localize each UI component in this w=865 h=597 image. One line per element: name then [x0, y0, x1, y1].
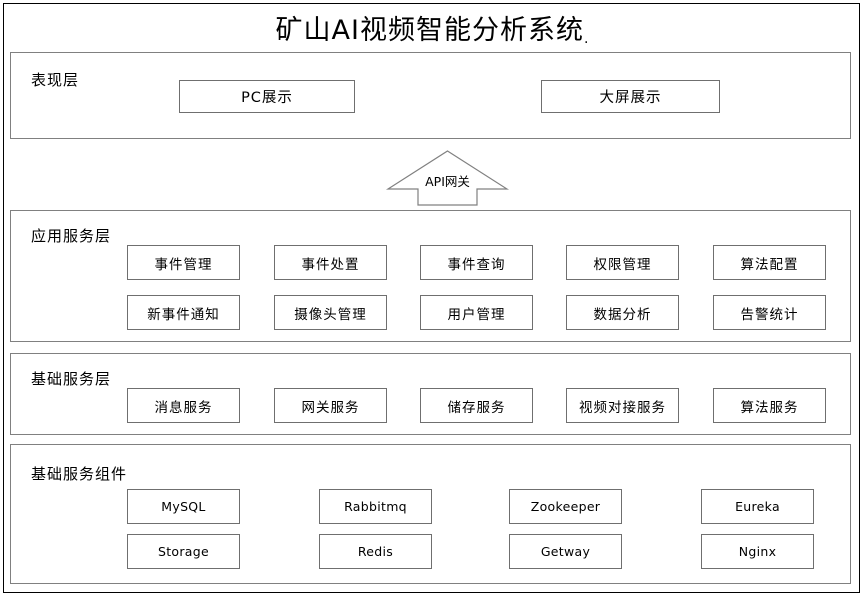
- node-event-disposal[interactable]: 事件处置: [274, 245, 387, 280]
- node-event-query[interactable]: 事件查询: [420, 245, 533, 280]
- node-storage-service[interactable]: 储存服务: [420, 388, 533, 423]
- layer-label-basic-components: 基础服务组件: [31, 465, 128, 483]
- node-permission-management[interactable]: 权限管理: [566, 245, 679, 280]
- node-algorithm-service[interactable]: 算法服务: [713, 388, 826, 423]
- node-large-screen-display[interactable]: 大屏展示: [541, 80, 720, 113]
- layer-basic-service: 基础服务层 消息服务 网关服务 储存服务 视频对接服务 算法服务: [10, 353, 851, 435]
- page-title-text: 矿山AI视频智能分析系统: [275, 15, 584, 46]
- node-algorithm-configuration[interactable]: 算法配置: [713, 245, 826, 280]
- node-zookeeper[interactable]: Zookeeper: [509, 489, 622, 524]
- api-gateway-label: API网关: [425, 174, 470, 189]
- node-data-analysis[interactable]: 数据分析: [566, 295, 679, 330]
- node-message-service[interactable]: 消息服务: [127, 388, 240, 423]
- node-user-management[interactable]: 用户管理: [420, 295, 533, 330]
- node-eureka[interactable]: Eureka: [701, 489, 814, 524]
- diagram-outer-frame: [3, 3, 860, 593]
- node-getway[interactable]: Getway: [509, 534, 622, 569]
- layer-application-service: 应用服务层 事件管理 事件处置 事件查询 权限管理 算法配置 新事件通知 摄像头…: [10, 210, 851, 342]
- layer-presentation: 表现层 PC展示 大屏展示: [10, 52, 851, 139]
- node-pc-display[interactable]: PC展示: [179, 80, 355, 113]
- node-storage[interactable]: Storage: [127, 534, 240, 569]
- page-title-trailing-mark: .: [583, 31, 590, 47]
- node-mysql[interactable]: MySQL: [127, 489, 240, 524]
- api-gateway-arrow: API网关: [385, 149, 510, 207]
- layer-label-basic-service: 基础服务层: [31, 370, 112, 388]
- page-title: 矿山AI视频智能分析系统.: [0, 8, 865, 47]
- node-gateway-service[interactable]: 网关服务: [274, 388, 387, 423]
- up-arrow-shape-icon: [385, 150, 510, 206]
- node-rabbitmq[interactable]: Rabbitmq: [319, 489, 432, 524]
- layer-basic-components: 基础服务组件 MySQL Rabbitmq Zookeeper Eureka S…: [10, 444, 851, 584]
- node-event-management[interactable]: 事件管理: [127, 245, 240, 280]
- node-new-event-notification[interactable]: 新事件通知: [127, 295, 240, 330]
- node-video-docking-service[interactable]: 视频对接服务: [566, 388, 679, 423]
- node-camera-management[interactable]: 摄像头管理: [274, 295, 387, 330]
- node-nginx[interactable]: Nginx: [701, 534, 814, 569]
- node-alarm-statistics[interactable]: 告警统计: [713, 295, 826, 330]
- layer-label-presentation: 表现层: [31, 71, 80, 89]
- node-redis[interactable]: Redis: [319, 534, 432, 569]
- layer-label-application-service: 应用服务层: [31, 227, 112, 245]
